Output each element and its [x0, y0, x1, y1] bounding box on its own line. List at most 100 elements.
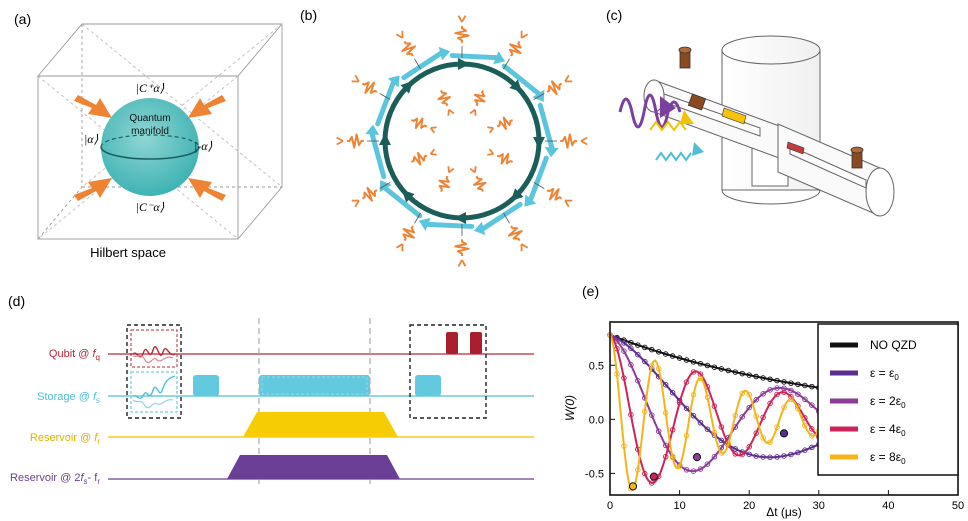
qubit-encode-wave-2 [132, 355, 174, 364]
data-point [662, 351, 669, 357]
legend-entry: NO QZD [830, 338, 917, 352]
data-point [760, 454, 766, 460]
legend-entry: ε = ε0 [830, 366, 899, 382]
wave-packet-icon [395, 30, 417, 57]
arrow-icon [188, 95, 226, 118]
wave-packet-icon [410, 148, 437, 166]
data-point [767, 376, 773, 383]
data-point [753, 453, 759, 459]
wave-packet-icon [487, 148, 514, 165]
y-tick-label: -0.5 [585, 468, 604, 480]
data-point [704, 426, 711, 432]
wave-packet-icon [438, 166, 455, 193]
chip-elements [721, 107, 805, 155]
row-label-reservoir: Reservoir @ fr [30, 432, 100, 446]
data-point [669, 353, 676, 359]
data-point [809, 426, 815, 432]
cyan-arrow-icon [438, 46, 451, 61]
data-point [788, 396, 794, 403]
data-point [649, 346, 655, 353]
data-point [628, 411, 634, 418]
ring-arrow-icon [454, 212, 466, 224]
data-point [809, 444, 815, 451]
storage-pulse-3 [415, 375, 441, 396]
cyan-drive-wave [655, 151, 692, 162]
data-point [711, 403, 718, 409]
inner-wave-packets [410, 89, 514, 193]
data-point [746, 391, 752, 398]
data-point [781, 385, 787, 392]
data-point [767, 454, 773, 461]
arrow-icon [74, 178, 112, 201]
cyan-flow-segment [401, 51, 443, 81]
data-point [711, 454, 718, 460]
encode-box-storage [130, 371, 178, 413]
data-point [746, 451, 752, 458]
data-point [690, 413, 697, 419]
data-point [621, 348, 627, 354]
data-point [760, 435, 766, 441]
wave-packet-icon [437, 89, 455, 116]
data-point [614, 371, 620, 377]
data-point [718, 366, 725, 372]
readout-box [409, 324, 487, 419]
data-point [683, 379, 690, 385]
cyan-flow-segment [528, 155, 549, 202]
arrow-icon [74, 95, 112, 118]
cyan-arrow-icon [473, 221, 486, 236]
svg-text:ε = 8ε0: ε = 8ε0 [870, 450, 906, 466]
qubit-encode-wave [132, 346, 176, 358]
cyan-arrow-icon [379, 180, 392, 193]
data-point [690, 359, 697, 365]
data-point [809, 432, 815, 439]
data-point [746, 404, 752, 411]
y-axis-label: W(0) [563, 395, 577, 421]
cyan-arrow-icon [692, 142, 704, 156]
cyan-arrow-icon [532, 89, 545, 102]
data-point [697, 375, 704, 382]
data-point [628, 345, 634, 352]
data-point [774, 454, 780, 460]
data-point [767, 387, 773, 393]
data-point [809, 402, 815, 408]
data-point [642, 470, 648, 477]
data-point [718, 437, 725, 444]
pointer-line [379, 93, 391, 100]
yellow-drive-wave [649, 120, 687, 132]
data-point [760, 414, 766, 421]
ring-arrow-icon [401, 189, 415, 203]
data-point [669, 427, 676, 433]
cyan-arrow-icon [365, 124, 380, 136]
cyan-arrow-icon [493, 51, 506, 65]
data-point [809, 383, 815, 390]
minimum-marker [692, 453, 702, 462]
cyan-flow-segment [537, 102, 555, 150]
data-point [767, 439, 773, 445]
data-point [739, 390, 745, 397]
data-point [704, 394, 711, 401]
data-point [662, 381, 669, 388]
data-point [795, 449, 801, 456]
data-point [718, 424, 725, 430]
row-label-storage: Storage @ fs [37, 391, 100, 405]
data-point [669, 454, 676, 461]
data-point [781, 453, 787, 459]
pointer-line [379, 182, 391, 189]
svg-text:NO QZD: NO QZD [870, 338, 917, 352]
svg-text:ε = 2ε0: ε = 2ε0 [870, 394, 906, 410]
cyan-flow-segment [481, 201, 523, 231]
data-point [788, 380, 794, 386]
panel-c-label: (c) [606, 7, 622, 23]
data-point [690, 369, 697, 375]
data-point [725, 441, 732, 447]
storage-encode-wave [132, 375, 176, 399]
data-point [795, 391, 801, 397]
x-tick-label: 0 [607, 500, 613, 512]
data-point [655, 428, 662, 435]
wave-packet-icon [507, 225, 529, 252]
dissipation-arrows [74, 95, 226, 201]
connector-pins [678, 46, 864, 169]
wave-packet-icon [395, 225, 416, 252]
wave-packet-icon [560, 133, 588, 149]
x-tick-label: 10 [673, 500, 685, 512]
